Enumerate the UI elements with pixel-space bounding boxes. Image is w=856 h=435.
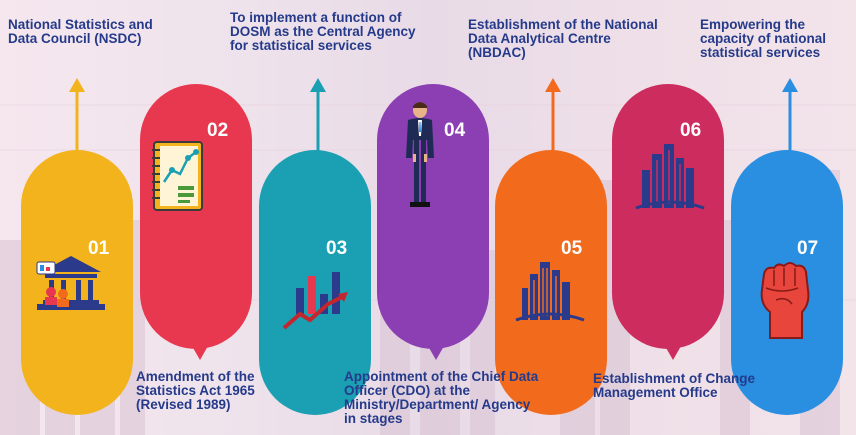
step-02-pill — [140, 84, 252, 349]
step-06-down-arrow — [665, 248, 681, 360]
step-01-up-arrow — [69, 78, 85, 190]
step-06-pill — [612, 84, 724, 349]
businessman-icon — [406, 102, 434, 207]
step-05-up-arrow — [545, 78, 561, 190]
step-02-down-arrow — [192, 248, 208, 360]
step-02-label: Amendment of the Statistics Act 1965 (Re… — [136, 369, 255, 412]
step-03-number: 03 — [326, 238, 348, 259]
step-04-pill — [377, 84, 489, 349]
step-07-label: Empowering the capacity of national stat… — [700, 17, 827, 60]
step-01-label: National Statistics and Data Council (NS… — [8, 17, 153, 46]
step-05-pill — [495, 150, 607, 415]
step-06-label: Establishment of Change Management Offic… — [593, 371, 756, 400]
step-07-up-arrow — [782, 78, 798, 190]
step-02-number: 02 — [207, 120, 229, 141]
step-04-label: Appointment of the Chief Data Officer (C… — [344, 369, 539, 426]
raised-fist-icon — [760, 262, 810, 339]
report-chart-icon — [152, 141, 203, 211]
bar-chart-growth-icon — [282, 272, 348, 330]
step-05-label: Establishment of the National Data Analy… — [468, 17, 658, 60]
step-04-number: 04 — [444, 120, 466, 141]
skyscraper-icon — [635, 144, 705, 210]
step-03-label: To implement a function of DOSM as the C… — [230, 10, 416, 53]
city-buildings-icon — [515, 262, 585, 322]
step-05-number: 05 — [561, 238, 583, 259]
government-building-icon — [36, 256, 105, 310]
step-01-number: 01 — [88, 238, 110, 259]
step-04-down-arrow — [428, 248, 444, 360]
step-06-number: 06 — [680, 120, 702, 141]
step-03-up-arrow — [310, 78, 326, 190]
step-07-number: 07 — [797, 238, 819, 259]
